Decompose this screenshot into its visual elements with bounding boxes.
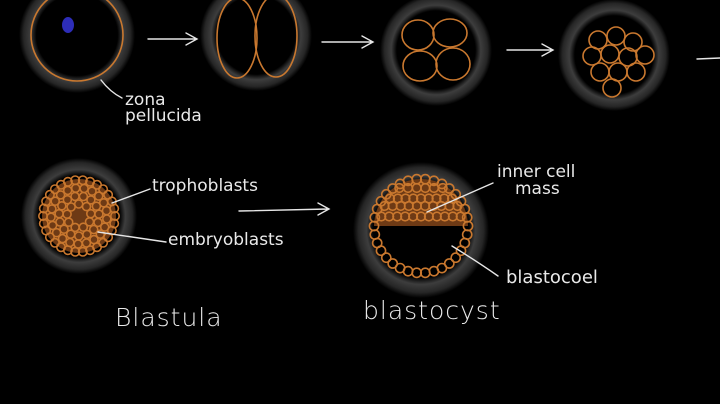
embryoblast-cell [89,234,99,245]
morula-blastomere [623,32,643,52]
morula-stage [558,0,670,111]
embryoblast-cell [50,196,61,206]
embryoblast-cell [99,222,110,232]
embryoblast-cell [70,222,80,233]
zygote-cell [30,0,124,82]
zygote-nucleus [62,17,74,33]
arrow-5 [238,202,331,216]
embryoblast-cell [62,209,72,219]
embryoblast-cell [81,201,92,212]
embryoblast-cell [86,195,96,205]
label-blastula: Blastula [115,303,223,332]
embryoblast-cell [95,229,106,239]
two-cell-stage [200,0,312,91]
arrow-1 [147,32,199,46]
embryoblast-cell [84,217,95,227]
embryoblast-cell [55,190,66,200]
inner-cell-mass-cell [452,200,463,212]
inner-cell-mass-pointer-line [426,182,494,213]
trophoblast-cell [461,211,473,223]
blastomere [401,19,435,51]
trophoblast-cell [44,189,55,200]
embryoblast-cell [87,186,97,196]
embryoblast-cell [51,227,62,238]
label-mass: mass [515,179,560,199]
embryoblast-cell [57,233,68,244]
arrow-4 [696,57,720,60]
label-pellucida: pellucida [125,106,202,126]
trophoblast-cell [98,184,109,195]
blastocoel-pointer-line [451,245,499,277]
morula-cells [582,26,655,98]
morula-blastomere [606,26,626,46]
arrow-2 [321,35,375,49]
embryoblast-cell [59,224,69,234]
inner-cell-mass-cell [455,211,466,222]
label-embryoblasts: embryoblasts [168,230,284,250]
morula-blastomere [635,45,655,65]
blastomere [402,50,438,82]
embryoblast-cell [78,191,89,202]
trophoblast-cell [380,252,392,264]
label-blastocoel: blastocoel [506,267,598,288]
trophoblast-cell [387,258,399,269]
blastula [21,158,137,274]
blastomere [432,18,468,48]
trophoblast-cell [49,237,60,248]
trophoblast-cell [450,252,462,264]
morula-blastomere [602,78,622,98]
blastocyst [353,162,489,298]
label-zona: zona [125,90,166,110]
inner-cell-mass-cell [415,193,427,204]
trophoblast-cell [110,211,121,222]
zona-pointer-line [100,79,123,99]
trophoblast-cell [38,218,49,229]
blastomere [254,0,298,78]
embryoblast-cell [93,191,104,201]
four-cell-stage [380,0,492,106]
zona-pellucida-ring [558,0,670,111]
embryoblast-cell [88,224,99,235]
blastomere [216,0,258,79]
zygote-stage [19,0,135,93]
embryoblasts-pointer-line [97,231,167,243]
blastocyst-cells [368,173,474,279]
trophoblast-cell [443,183,455,194]
blastomere [435,47,471,81]
trophoblast-cell [455,245,467,257]
label-inner-cell: inner cell [497,162,575,182]
label-blastocyst: blastocyst [363,296,501,325]
arrow-3 [506,43,555,57]
zona-pellucida-ring [380,0,492,106]
trophoblasts-pointer-line [111,188,151,204]
embryoblast-cell [56,201,67,211]
embryoblast-cell [47,204,57,214]
label-trophoblasts: trophoblasts [152,176,258,196]
embryoblast-cell [74,231,84,241]
inner-cell-mass-cell [437,182,448,194]
embryoblast-cell [62,194,73,205]
morula-blastomere [626,62,646,82]
